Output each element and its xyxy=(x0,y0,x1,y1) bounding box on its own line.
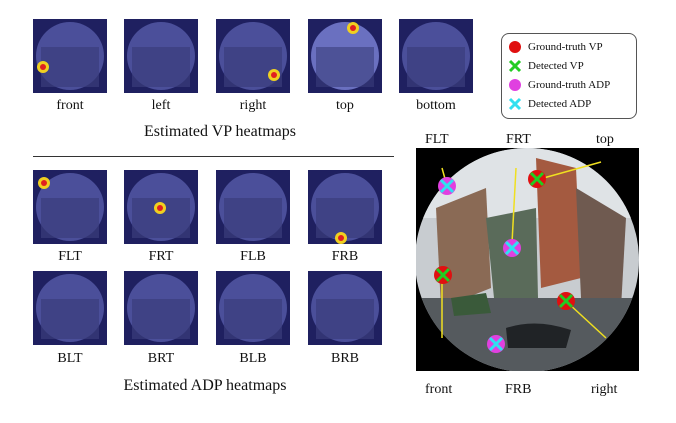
vp-heatmap-top xyxy=(308,19,382,93)
frb-det-adp-marker xyxy=(488,336,504,352)
green-cross-icon xyxy=(508,59,522,73)
vp-label-top: top xyxy=(336,98,354,113)
vp-label-bottom: bottom xyxy=(416,98,456,113)
adp-label-frt: FRT xyxy=(148,249,174,264)
right-det-vp-marker xyxy=(558,293,574,309)
adp-label-brb: BRB xyxy=(330,351,359,366)
adp-label-frb: FRB xyxy=(331,249,359,264)
vp-heatmap-bottom xyxy=(399,19,473,93)
vp-heatmap-right xyxy=(216,19,290,93)
legend-item-det-adp: Detected ADP xyxy=(508,97,591,111)
vp-label-right: right xyxy=(239,98,267,113)
vp-label-front: front xyxy=(56,98,84,113)
cyan-cross-icon xyxy=(508,97,522,111)
frt-det-adp-marker xyxy=(504,240,520,256)
vp-label-left: left xyxy=(151,98,171,113)
adp-heatmap-flt xyxy=(33,170,107,244)
front-det-vp-marker xyxy=(435,267,451,283)
legend-item-gt-vp: Ground-truth VP xyxy=(508,40,603,54)
legend-item-det-vp: Detected VP xyxy=(508,59,584,73)
adp-heatmap-blb xyxy=(216,271,290,345)
legend-label-det-vp: Detected VP xyxy=(528,60,584,72)
magenta-dot-icon xyxy=(508,78,522,92)
vp-heatmap-left xyxy=(124,19,198,93)
adp-heatmap-frb xyxy=(308,170,382,244)
red-dot-icon xyxy=(508,40,522,54)
fisheye-label-flt: FLT xyxy=(425,132,449,147)
legend-item-gt-adp: Ground-truth ADP xyxy=(508,78,610,92)
flt-det-adp-marker xyxy=(439,178,455,194)
adp-heatmap-frt xyxy=(124,170,198,244)
adp-label-brt: BRT xyxy=(147,351,175,366)
section-divider xyxy=(33,156,394,157)
adp-heatmap-flb xyxy=(216,170,290,244)
adp-heatmap-blt xyxy=(33,271,107,345)
legend-label-gt-adp: Ground-truth ADP xyxy=(528,79,611,91)
adp-label-blb: BLB xyxy=(239,351,267,366)
legend-label-det-adp: Detected ADP xyxy=(528,98,592,110)
adp-heatmaps-caption: Estimated ADP heatmaps xyxy=(123,377,287,394)
fisheye-label-frt: FRT xyxy=(506,132,531,147)
adp-label-blt: BLT xyxy=(57,351,83,366)
adp-label-flt: FLT xyxy=(58,249,82,264)
fisheye-label-frb: FRB xyxy=(505,382,532,397)
adp-label-flb: FLB xyxy=(240,249,266,264)
vp-heatmaps-caption: Estimated VP heatmaps xyxy=(144,123,296,140)
adp-heatmap-brt xyxy=(124,271,198,345)
legend-label-gt-vp: Ground-truth VP xyxy=(528,41,603,53)
fisheye-label-front: front xyxy=(425,382,453,397)
adp-heatmap-brb xyxy=(308,271,382,345)
fisheye-label-right: right xyxy=(591,382,618,397)
fisheye-label-top: top xyxy=(596,132,614,147)
fisheye-image xyxy=(416,148,639,371)
top-det-vp-marker xyxy=(529,171,545,187)
legend-box: Ground-truth VP Detected VP Ground-truth… xyxy=(501,33,637,119)
vp-heatmap-front xyxy=(33,19,107,93)
